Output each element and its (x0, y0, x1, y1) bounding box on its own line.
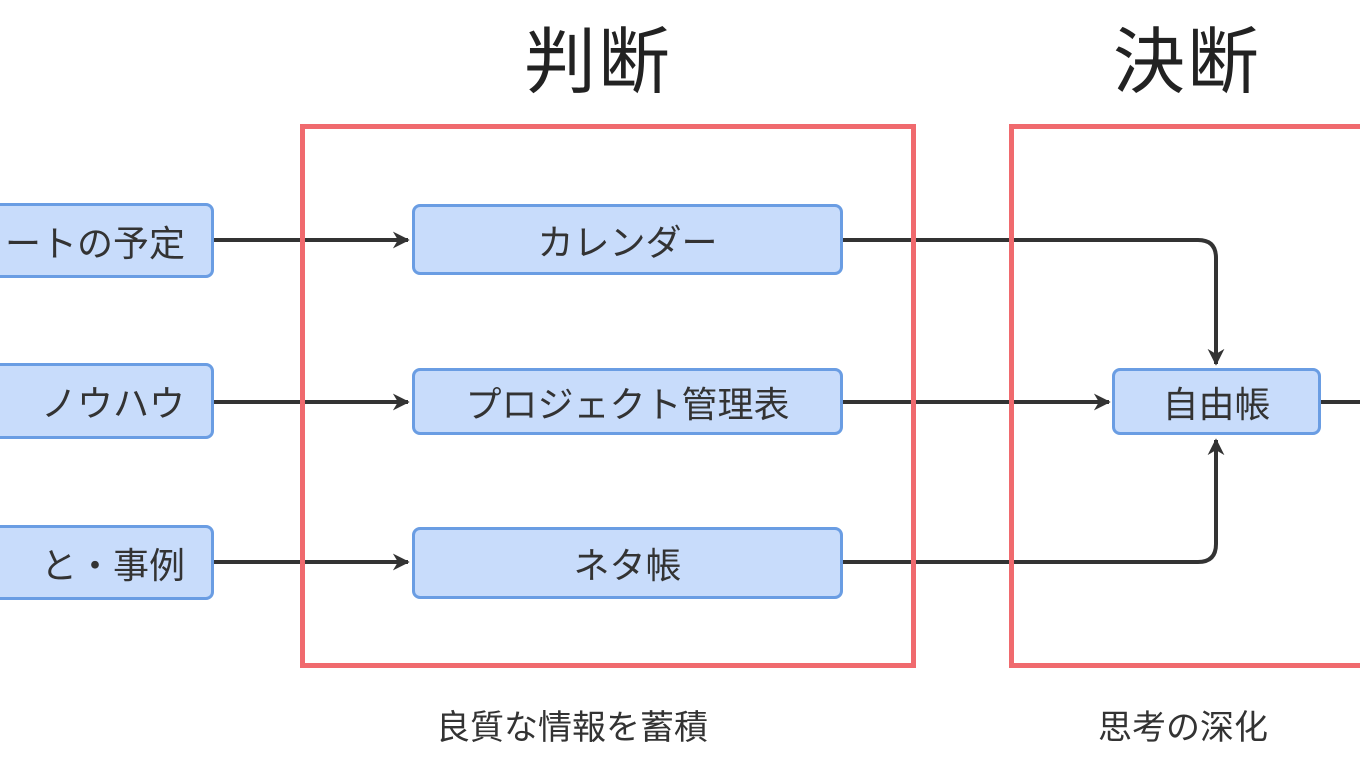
hub-node-jiyucho: 自由帳 (1112, 368, 1321, 435)
tool-node-calendar: カレンダー (412, 204, 843, 275)
decision-caption: 思考の深化 (1098, 708, 1268, 748)
tool-node-label: プロジェクト管理表 (465, 384, 790, 426)
input-node-cases: と・事例 (0, 525, 214, 600)
judgment-caption: 良質な情報を蓄積 (436, 708, 708, 748)
judgment-frame (300, 124, 916, 668)
tool-node-label: カレンダー (537, 222, 718, 264)
tool-node-neta: ネタ帳 (412, 527, 843, 599)
tool-node-project-table: プロジェクト管理表 (412, 368, 843, 435)
judgment-heading: 判断 (524, 20, 673, 104)
input-node-label: ノウハウ (40, 384, 185, 425)
input-node-knowhow: ノウハウ (0, 363, 214, 439)
decision-heading: 決断 (1113, 20, 1262, 104)
arrow-calendar-to-hub (842, 238, 1225, 366)
hub-node-label: 自由帳 (1162, 384, 1271, 426)
input-node-label: ートの予定 (4, 223, 185, 265)
decision-frame (1009, 124, 1360, 668)
arrow-neta-to-hub (842, 438, 1225, 564)
input-node-label: と・事例 (40, 545, 185, 587)
input-node-schedule: ートの予定 (0, 203, 214, 278)
tool-node-label: ネタ帳 (573, 546, 682, 587)
